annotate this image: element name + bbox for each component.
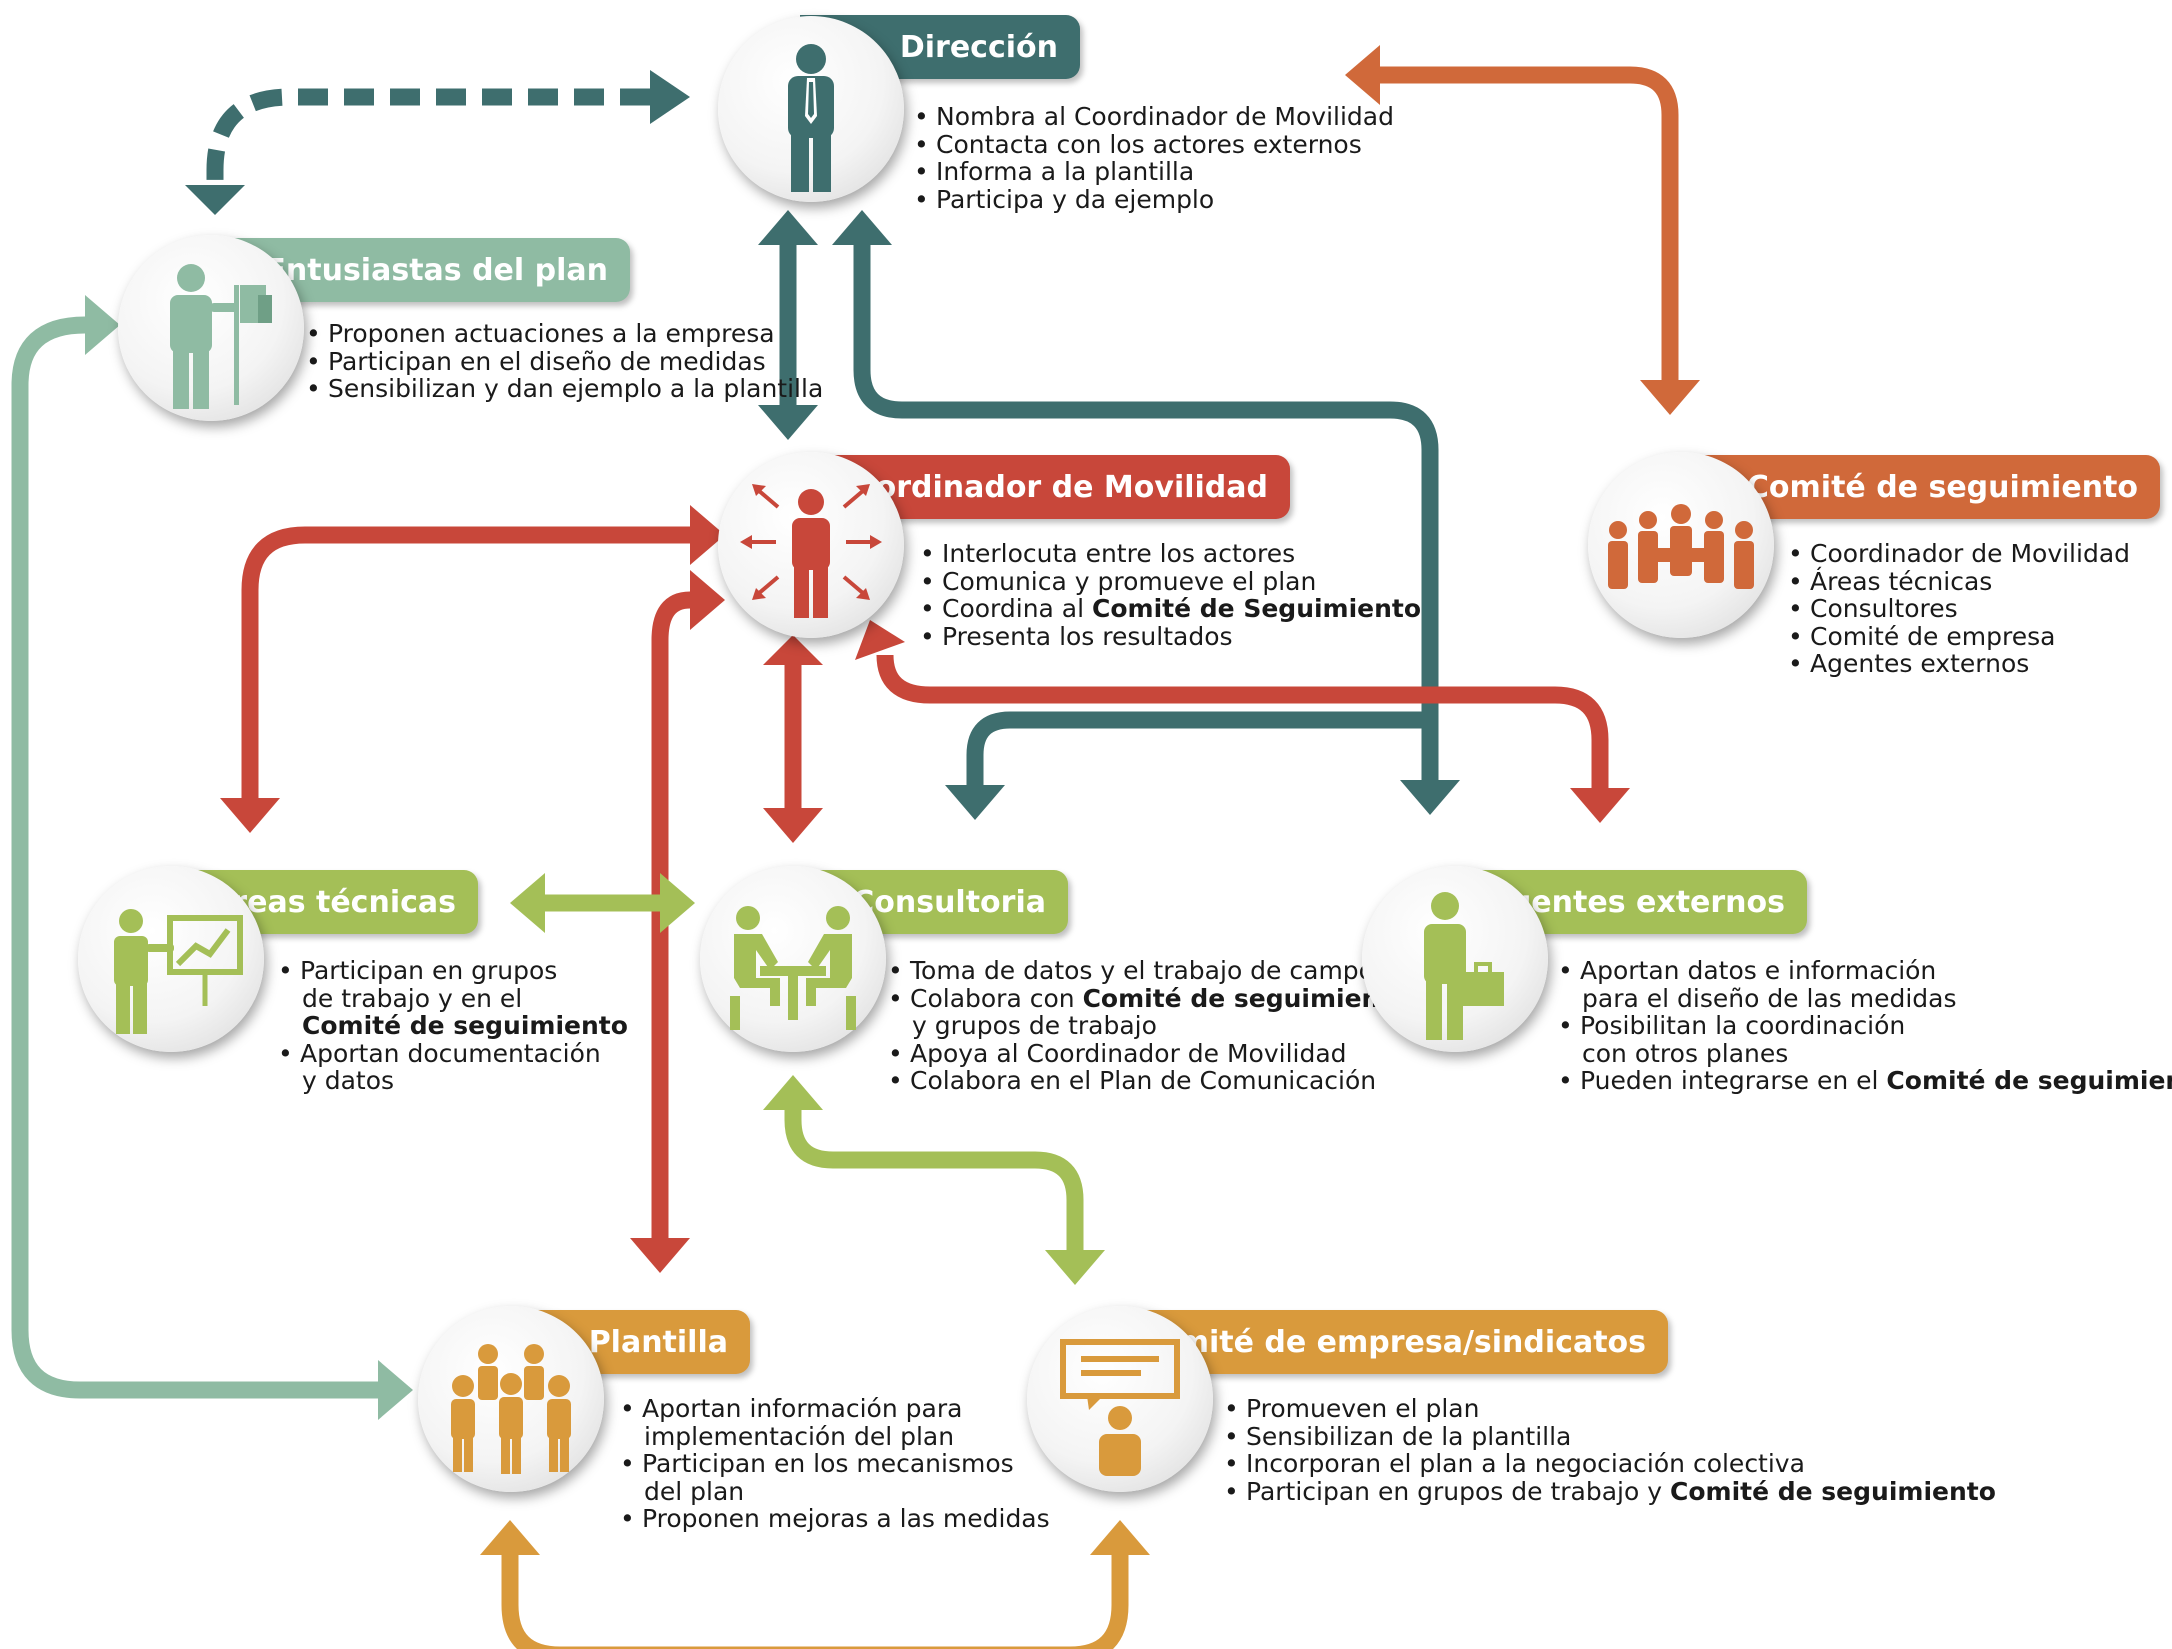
list-item: Pueden integrarse en el Comité de seguim…: [1556, 1067, 2172, 1095]
node-comite-empresa-circle: [1027, 1306, 1213, 1492]
list-item: Contacta con los actores externos: [912, 130, 1394, 159]
presenter-chart-icon: [114, 909, 243, 1034]
list-item: Participan en los mecanismos del plan: [618, 1450, 1050, 1505]
arrow-direccion-comite-seguimiento: [1380, 66, 1679, 385]
node-plantilla-list: Aportan información para implementación …: [618, 1395, 1050, 1533]
group-of-people-icon: [1608, 504, 1754, 589]
list-item: Aportan datos e información para el dise…: [1556, 957, 2172, 1012]
arrow-coordinador-plantilla: [651, 591, 691, 1240]
meeting-table-icon: [730, 906, 856, 1030]
arrow-consultoria-comite-empresa: [784, 1110, 1084, 1250]
crowd-of-workers-icon: [451, 1344, 571, 1474]
person-speech-bubble-icon: [1060, 1339, 1180, 1476]
list-item: Presenta los resultados: [918, 622, 1421, 651]
list-item: Áreas técnicas: [1786, 567, 2130, 596]
list-item: Participa y da ejemplo: [912, 185, 1394, 214]
arrow-direccion-agentes-consultoria: [853, 240, 1439, 790]
arrow-entusiastas-plantilla: [11, 316, 380, 1399]
node-comite-seguimiento-list: Coordinador de Movilidad Áreas técnicas …: [1786, 540, 2130, 678]
list-item: Toma de datos y el trabajo de campo: [886, 957, 1408, 985]
list-item: Aportan información para implementación …: [618, 1395, 1050, 1450]
list-item: Colabora con Comité de seguimiento y gru…: [886, 984, 1408, 1040]
list-item: Incorporan el plan a la negociación cole…: [1222, 1450, 1996, 1478]
businessman-icon: [788, 44, 834, 192]
list-item: Interlocuta entre los actores: [918, 540, 1421, 568]
node-consultoria-circle: [700, 866, 886, 1052]
arrow-coordinador-areas: [241, 526, 690, 800]
node-areas-list: Participan en grupos de trabajo y en el …: [276, 957, 628, 1095]
arrow-areas-consultoria: [510, 873, 695, 933]
list-item: Comunica y promueve el plan: [918, 567, 1421, 596]
list-item: Coordina al Comité de Seguimiento: [918, 595, 1421, 623]
list-item: Participan en el diseño de medidas: [304, 347, 823, 376]
list-item: Nombra al Coordinador de Movilidad: [912, 103, 1394, 131]
list-item: Promueven el plan: [1222, 1395, 1996, 1423]
list-item: Sensibilizan de la plantilla: [1222, 1422, 1996, 1451]
node-comite-empresa-list: Promueven el plan Sensibilizan de la pla…: [1222, 1395, 1996, 1505]
person-radiating-arrows-icon: [740, 484, 882, 618]
node-entusiastas-circle: [118, 235, 304, 421]
node-entusiastas-list: Proponen actuaciones a la empresa Partic…: [304, 320, 823, 403]
list-item: Colabora en el Plan de Comunicación: [886, 1067, 1408, 1095]
node-agentes-list: Aportan datos e información para el dise…: [1556, 957, 2172, 1095]
list-item: Participan en grupos de trabajo y Comité…: [1222, 1477, 1996, 1506]
list-item: Sensibilizan y dan ejemplo a la plantill…: [304, 375, 823, 403]
list-item: Informa a la plantilla: [912, 158, 1394, 186]
list-item: Proponen mejoras a las medidas: [618, 1505, 1050, 1533]
person-briefcase-icon: [1424, 892, 1504, 1040]
list-item: Consultores: [1786, 595, 2130, 623]
node-direccion-circle: [718, 16, 904, 202]
arrow-coordinador-agentes: [876, 654, 1609, 790]
node-plantilla-circle: [418, 1306, 604, 1492]
list-item: Agentes externos: [1786, 650, 2130, 678]
list-item: Participan en grupos de trabajo y en el …: [276, 957, 628, 1040]
list-item: Comité de empresa: [1786, 622, 2130, 651]
list-item: Apoya al Coordinador de Movilidad: [886, 1039, 1408, 1068]
node-areas-circle: [78, 866, 264, 1052]
list-item: Proponen actuaciones a la empresa: [304, 320, 823, 348]
list-item: Aportan documentación y datos: [276, 1039, 628, 1095]
presenter-flag-icon: [170, 264, 272, 409]
arrow-direccion-entusiastas: [206, 88, 650, 185]
node-direccion-list: Nombra al Coordinador de Movilidad Conta…: [912, 103, 1394, 213]
arrow-plantilla-comite-empresa: [501, 1550, 1129, 1649]
list-item: Coordinador de Movilidad: [1786, 540, 2130, 568]
node-coordinador-list: Interlocuta entre los actores Comunica y…: [918, 540, 1421, 650]
node-coordinador-circle: [718, 452, 904, 638]
node-comite-seguimiento-circle: [1588, 452, 1774, 638]
list-item: Posibilitan la coordinación con otros pl…: [1556, 1012, 2172, 1067]
node-agentes-circle: [1362, 866, 1548, 1052]
node-consultoria-list: Toma de datos y el trabajo de campo Cola…: [886, 957, 1408, 1095]
arrow-coordinador-consultoria: [763, 635, 823, 843]
